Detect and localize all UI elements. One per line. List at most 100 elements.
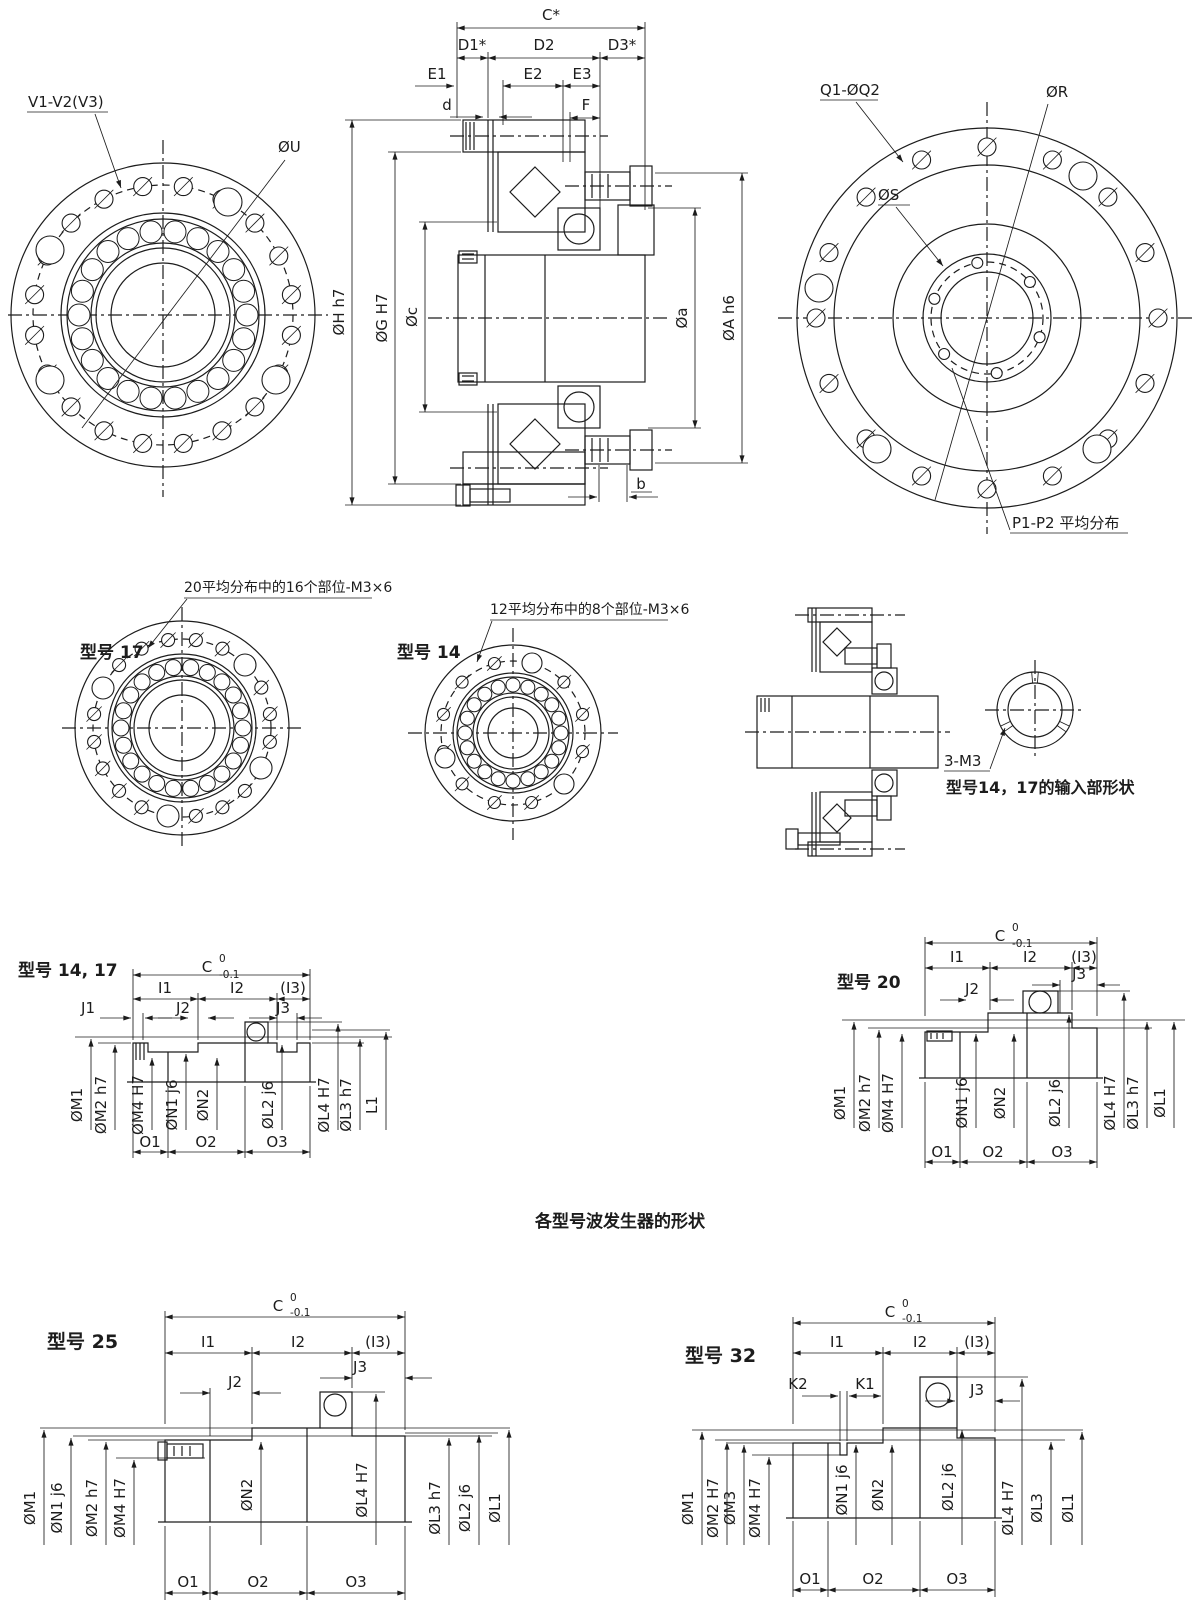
wg25-title: 型号 25 [47, 1330, 118, 1353]
wg25-dim-j3: J3 [352, 1358, 367, 1376]
wg1417-dim-j3: J3 [275, 999, 290, 1017]
wg20-dim-n1: ØN1 j6 [953, 1077, 971, 1128]
dim-d-label: d [442, 96, 452, 114]
wg32-tol-up: 0 [902, 1298, 909, 1310]
rear-view: Q1-ØQ2 ØR ØS P1-P2 平均分布 [778, 81, 1196, 534]
wg1417-dim-j2: J2 [175, 999, 190, 1017]
wg1417-dim-l3: ØL3 h7 [337, 1078, 355, 1132]
wg25-tol-up: 0 [290, 1292, 297, 1304]
wg-model20: 型号 20 C 0 -0.1 I1 I2 (I3) J2 J3 ØM1 ØM2 … [831, 922, 1185, 1168]
wg25-dim-l4: ØL4 H7 [353, 1462, 371, 1517]
model14-counterbored-holes [434, 652, 575, 795]
rear-q-label: Q1-ØQ2 [820, 81, 880, 99]
wg1417-dim-i1: I1 [158, 979, 172, 997]
wg32-dim-o3: O3 [946, 1570, 967, 1588]
wg25-dim-l3: ØL3 h7 [426, 1481, 444, 1535]
section-dimensions [345, 22, 748, 506]
wg1417-tol-dn: -0.1 [219, 969, 240, 981]
wg32-dim-m2: ØM2 H7 [704, 1478, 722, 1538]
wg25-dim-c: C [273, 1297, 283, 1315]
wg32-dim-m4: ØM4 H7 [746, 1478, 764, 1538]
wg20-dim-l3: ØL3 h7 [1124, 1076, 1142, 1130]
dim-a-label: ØA h6 [720, 295, 738, 341]
wg25-dim-o1: O1 [177, 1573, 198, 1591]
wg20-dim-c: C [995, 927, 1005, 945]
dim-g-label: ØG H7 [373, 293, 391, 342]
dim-c-small-label: Øc [403, 307, 421, 327]
wg20-tol-dn: -0.1 [1012, 938, 1033, 950]
wg20-tol-up: 0 [1012, 922, 1019, 934]
model17-counterbored-holes [91, 653, 273, 828]
model17-view: 型号 17 20平均分布中的16个部位-M3×6 [62, 580, 392, 849]
wg32-dim-i3: (I3) [964, 1333, 990, 1351]
wg20-dim-i1: I1 [950, 948, 964, 966]
dim-f-label: F [582, 96, 591, 114]
wg1417-dimensions [88, 969, 389, 1158]
wg32-dim-j3: J3 [969, 1381, 984, 1399]
model17-leaders [147, 597, 372, 649]
dim-b-label: b [636, 475, 646, 493]
input-side-view [745, 607, 950, 857]
wg32-dim-m1: ØM1 [679, 1491, 697, 1525]
wg32-dimensions [699, 1317, 1085, 1597]
wg20-dim-i3: (I3) [1071, 948, 1097, 966]
wg20-dim-l1: ØL1 [1151, 1088, 1169, 1118]
wg25-dim-l1: ØL1 [486, 1493, 504, 1523]
wg1417-dim-i3: (I3) [280, 979, 306, 997]
wg32-dim-l2: ØL2 j6 [939, 1463, 957, 1511]
wg25-dim-n2: ØN2 [238, 1479, 256, 1512]
wg32-dim-l3: ØL3 [1028, 1493, 1046, 1523]
wg32-dim-c: C [885, 1303, 895, 1321]
wg25-dim-i2: I2 [291, 1333, 305, 1351]
wg32-dim-l1: ØL1 [1059, 1493, 1077, 1523]
wg1417-title: 型号 14, 17 [18, 960, 118, 981]
wg1417-dim-l2: ØL2 j6 [259, 1081, 277, 1129]
wg32-dim-o1: O1 [799, 1570, 820, 1588]
wg1417-dim-o3: O3 [266, 1133, 287, 1151]
rear-counterbored-holes [804, 161, 1112, 464]
input-shape-view: 3-M3 型号14，17的输入部形状 [944, 660, 1136, 797]
wg1417-dim-n1: ØN1 j6 [163, 1079, 181, 1130]
wg1417-dim-j1: J1 [80, 999, 95, 1017]
wg32-tol-dn: -0.1 [902, 1313, 923, 1325]
wg20-dim-m1: ØM1 [831, 1086, 849, 1120]
wg25-dim-i1: I1 [201, 1333, 215, 1351]
wg20-dim-o1: O1 [931, 1143, 952, 1161]
model17-bearing-balls [112, 659, 252, 797]
wg32-dim-i1: I1 [830, 1333, 844, 1351]
wg1417-dim-m4: ØM4 H7 [129, 1075, 147, 1135]
wg25-tol-dn: -0.1 [290, 1307, 311, 1319]
input-caption: 型号14，17的输入部形状 [946, 778, 1136, 797]
wg1417-dim-n2: ØN2 [194, 1089, 212, 1122]
front-counterbored-holes [35, 187, 291, 395]
wg32-dim-o2: O2 [862, 1570, 883, 1588]
wg32-dim-k2: K2 [788, 1375, 807, 1393]
wg20-dim-n2: ØN2 [991, 1087, 1009, 1120]
wg25-dim-m1: ØM1 [21, 1491, 39, 1525]
model14-view: 型号 14 12平均分布中的8个部位-M3×6 [397, 602, 689, 840]
front-leaders [27, 111, 286, 429]
wg-model32: 型号 32 C 0 -0.1 I1 I2 (I3) K2 K1 J3 ØM1 Ø… [679, 1298, 1085, 1597]
wg32-dim-l4: ØL4 H7 [999, 1480, 1017, 1535]
dim-e3-label: E3 [572, 65, 591, 83]
wg32-dim-n1: ØN1 j6 [833, 1464, 851, 1515]
wg1417-tol-up: 0 [219, 953, 226, 965]
wg1417-dim-i2: I2 [230, 979, 244, 997]
wave-generator-section-title: 各型号波发生器的形状 [534, 1211, 706, 1232]
wg20-dim-i2: I2 [1023, 948, 1037, 966]
dim-e1-label: E1 [427, 65, 446, 83]
wg20-title: 型号 20 [837, 972, 901, 993]
rear-s-label: ØS [878, 186, 899, 204]
wg20-dim-o3: O3 [1051, 1143, 1072, 1161]
wg32-title: 型号 32 [685, 1344, 756, 1367]
wg1417-dim-m1: ØM1 [68, 1088, 86, 1122]
wg20-dim-j3: J3 [1071, 965, 1086, 983]
wg25-dim-n1: ØN1 j6 [48, 1482, 66, 1533]
wg25-dimensions [41, 1311, 512, 1600]
wg1417-dim-l4: ØL4 H7 [315, 1077, 333, 1132]
wg32-dim-k1: K1 [855, 1375, 874, 1393]
wg25-dim-l2: ØL2 j6 [456, 1484, 474, 1532]
section-view: C* D1* D2 D3* E1 E2 E3 d F b ØH h7 ØG H7… [330, 6, 748, 507]
